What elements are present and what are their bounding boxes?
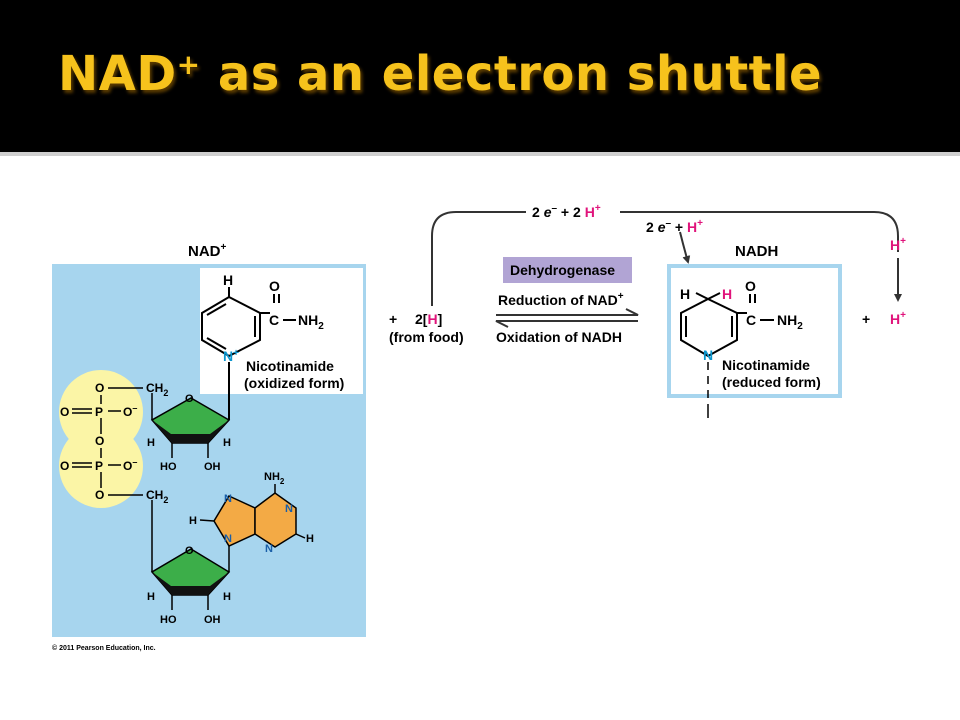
ch2-upper: CH2 [146, 381, 168, 398]
from-food-label: (from food) [389, 329, 464, 345]
nitrogen-cation: N+ [223, 348, 239, 364]
electrons-top-label: 2 e– + 2 H+ [532, 203, 601, 220]
svg-text:H: H [306, 533, 314, 545]
reduction-label: Reduction of NAD+ [498, 291, 624, 308]
phosphate-group-lower [59, 424, 143, 508]
svg-text:P: P [95, 405, 103, 419]
title-divider [0, 152, 960, 156]
plus-right: + [862, 311, 870, 327]
amide-nh2: NH2 [298, 312, 324, 332]
svg-text:H: H [223, 591, 231, 603]
nad-nadh-figure: NAD+ H O C NH2 N+ Nicotinamide (oxidized… [52, 203, 906, 652]
dehydrogenase-box [503, 257, 632, 283]
svg-text:N: N [285, 503, 293, 515]
nadh-nitrogen: N [703, 347, 713, 363]
svg-text:O: O [95, 434, 104, 448]
svg-text:HO: HO [160, 461, 177, 473]
atom-o: O [269, 278, 280, 294]
dehydrogenase-label: Dehydrogenase [510, 262, 615, 278]
adenine-imidazole-ring [213, 495, 256, 547]
svg-text:O–: O– [123, 457, 137, 473]
oxidized-form-label: (oxidized form) [244, 375, 344, 391]
svg-text:H: H [223, 437, 231, 449]
svg-text:H: H [680, 286, 690, 302]
svg-text:N: N [224, 533, 232, 545]
nicotinamide-oxidized-box [200, 268, 363, 394]
electrons-side-label: 2 e– + H+ [646, 218, 703, 235]
atom-c: C [269, 312, 279, 328]
svg-text:O: O [60, 405, 69, 419]
proton-product: H+ [890, 310, 906, 327]
nadh-nicotinamide-label: Nicotinamide [722, 357, 810, 373]
nadh-amide-nh2: NH2 [777, 312, 803, 332]
title-superscript: + [176, 48, 201, 81]
nad-label: NAD+ [188, 242, 227, 260]
svg-text:O: O [60, 459, 69, 473]
slide-title: NAD+ as an electron shuttle [58, 46, 822, 102]
svg-text:H: H [722, 286, 732, 302]
nicotinamide-label: Nicotinamide [246, 358, 334, 374]
svg-text:O: O [95, 488, 104, 502]
plus-left: + [389, 311, 397, 327]
electron-transfer-arrow-path [431, 211, 526, 306]
ch2-lower: CH2 [146, 488, 168, 505]
svg-text:N: N [265, 543, 273, 555]
nicotinamide-reduced-box [667, 264, 842, 398]
title-rest: as an electron shuttle [200, 46, 823, 102]
svg-text:H: H [189, 515, 197, 527]
svg-text:NH2: NH2 [264, 471, 285, 486]
hydrogen-from-food: 2[H] [415, 311, 442, 327]
svg-text:P: P [95, 459, 103, 473]
svg-text:C: C [746, 312, 756, 328]
svg-text:O: O [185, 393, 194, 405]
svg-text:H: H [147, 437, 155, 449]
svg-text:O: O [185, 545, 194, 557]
copyright-notice: © 2011 Pearson Education, Inc. [52, 644, 156, 652]
reduction-arrow [496, 308, 639, 316]
svg-text:H: H [147, 591, 155, 603]
title-main: NAD [58, 46, 177, 102]
title-bar: NAD+ as an electron shuttle [0, 0, 960, 150]
svg-text:OH: OH [204, 614, 221, 626]
nadh-label: NADH [735, 243, 778, 260]
svg-text:O–: O– [123, 403, 137, 419]
svg-text:O: O [95, 381, 104, 395]
atom-h: H [223, 272, 233, 288]
svg-text:HO: HO [160, 614, 177, 626]
svg-text:N: N [224, 493, 232, 505]
slide-body: NAD+ H O C NH2 N+ Nicotinamide (oxidized… [0, 156, 960, 720]
proton-right-label: H+ [890, 236, 906, 253]
oxidation-arrow [495, 320, 638, 328]
oxidation-label: Oxidation of NADH [496, 329, 622, 345]
reduced-form-label: (reduced form) [722, 374, 821, 390]
svg-text:OH: OH [204, 461, 221, 473]
svg-text:O: O [745, 278, 756, 294]
